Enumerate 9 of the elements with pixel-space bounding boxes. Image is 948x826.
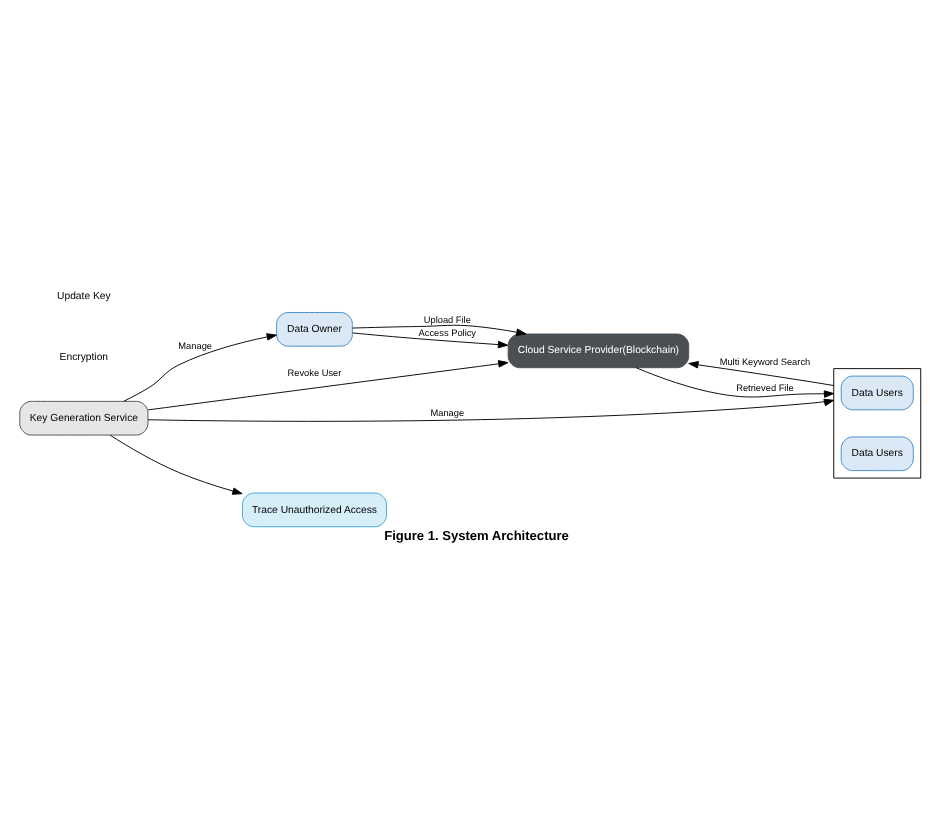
arrow [352,323,527,335]
arrow [688,360,835,386]
arrow [352,331,509,348]
arrow [635,366,835,397]
arrow [147,397,835,421]
arrow [123,332,277,401]
arrow [109,433,243,494]
arrow [147,359,509,410]
cluster [833,367,922,478]
